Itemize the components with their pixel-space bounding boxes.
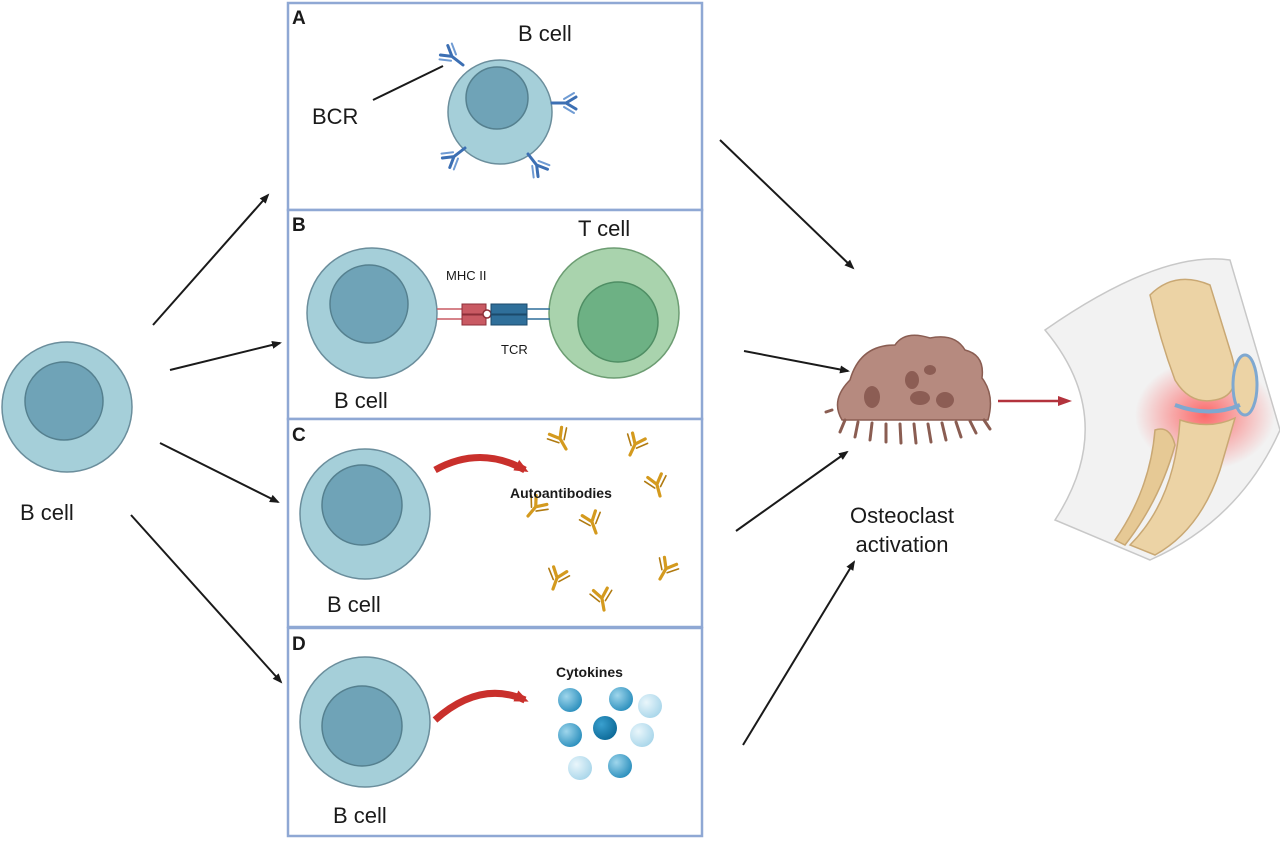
b-cell-left-label: B cell: [20, 500, 74, 525]
panel-c-letter: C: [292, 425, 306, 446]
arrow-from-panel-d: [742, 560, 856, 746]
panel-b-cells: [306, 247, 680, 379]
arrows-to-osteoclast: [719, 139, 856, 746]
arrow-from-panel-c: [735, 450, 849, 532]
osteoclast-label-line1: Osteoclast: [850, 503, 954, 528]
arrow-from-panel-a: [719, 139, 855, 270]
curved-arrow-icon: [432, 689, 529, 723]
panel-c-content: [299, 423, 682, 614]
cytokine-icons: [558, 687, 662, 780]
panel-b-b-cell-label: B cell: [334, 388, 388, 413]
b-cell-left: [1, 341, 133, 473]
arrow-from-panel-b: [743, 350, 850, 374]
panel-d-b-cell-label: B cell: [333, 803, 387, 828]
osteoclast-label-line2: activation: [855, 532, 949, 557]
panel-a-b-cell: [372, 40, 578, 181]
panel-d-letter: D: [292, 634, 306, 655]
tcr-label: TCR: [501, 342, 528, 357]
panel-a-letter: A: [292, 8, 306, 29]
panel-a-b-cell-label: B cell: [518, 21, 572, 46]
osteoclast-icon: [824, 334, 992, 445]
panel-b-letter: B: [292, 215, 306, 236]
osteoclast-label: Osteoclast activation: [830, 503, 974, 558]
mhc-tcr-complex: [437, 303, 550, 326]
panel-d-content: [299, 656, 662, 788]
arrow-to-panel-c: [159, 442, 280, 503]
panel-c-b-cell-label: B cell: [327, 592, 381, 617]
t-cell-label: T cell: [578, 216, 631, 241]
arrow-to-panel-b: [169, 341, 282, 371]
cytokines-label: Cytokines: [556, 664, 623, 680]
bcr-label: BCR: [312, 104, 359, 129]
knee-joint-icon: [1043, 258, 1280, 561]
mhc-label: MHC II: [446, 268, 487, 283]
arrows-to-panels: [130, 193, 283, 684]
curved-arrow-icon: [433, 454, 529, 474]
autoantibodies-label: Autoantibodies: [510, 485, 612, 501]
arrow-to-panel-d: [130, 514, 283, 684]
bcr-pointer-line: [372, 65, 444, 101]
arrow-to-panel-a: [152, 193, 270, 326]
